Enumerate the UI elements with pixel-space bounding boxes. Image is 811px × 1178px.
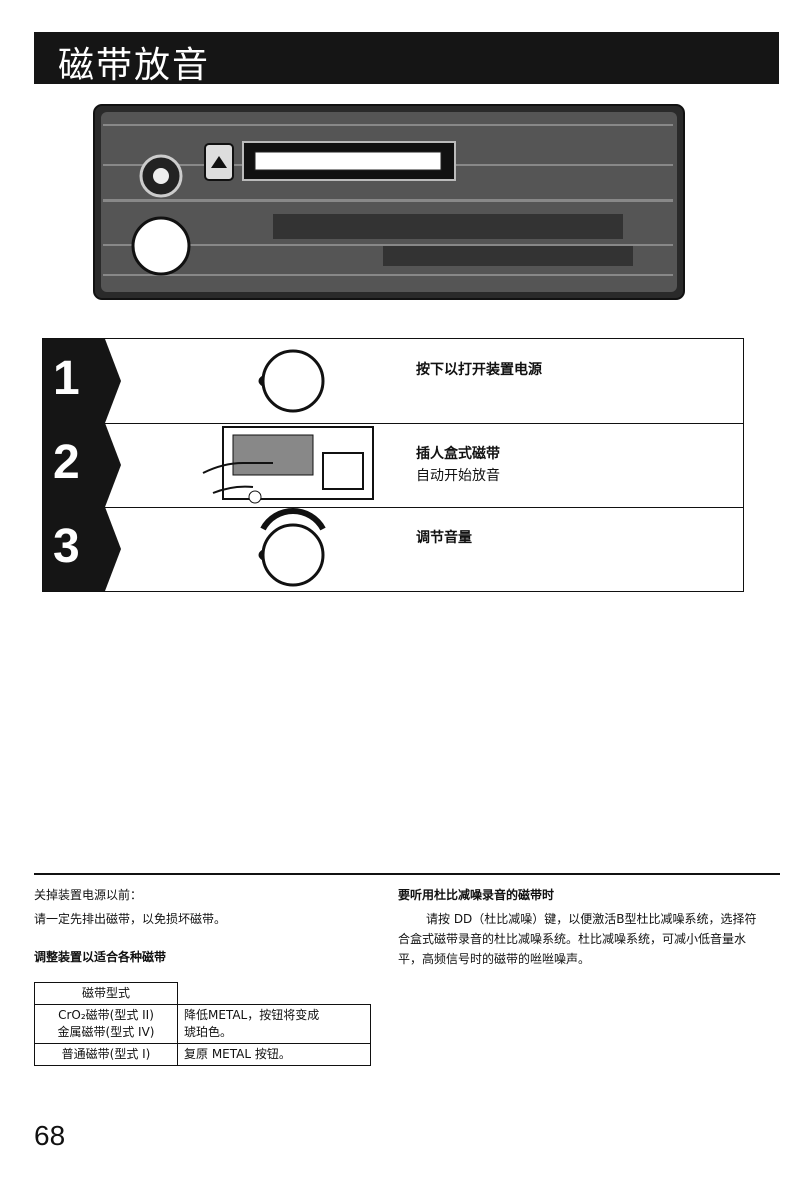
- page-number: 68: [34, 1120, 65, 1152]
- power-off-note: 请一定先排出磁带，以免损坏磁带。: [34, 909, 384, 929]
- step-3: 3 调节音量: [43, 507, 743, 591]
- step-number-1: 1: [43, 339, 121, 423]
- steps-panel: 1 按下以打开装置电源 2 插人盒式: [42, 338, 744, 592]
- dolby-text: 请按 DD（杜比减噪）键，以便激活B型杜比减噪系统，选择符合盒式磁带录音的杜比减…: [398, 909, 768, 969]
- tape-type-table: 磁带型式 CrO₂磁带(型式 II) 金属磁带(型式 IV) 降低METAL，按…: [34, 982, 371, 1066]
- title-bar: 磁带放音: [34, 32, 779, 84]
- step-number-2: 2: [43, 423, 121, 507]
- table-row: 普通磁带(型式 I) 复原 METAL 按钮。: [35, 1044, 371, 1066]
- dolby-notes: 要听用杜比减噪录音的磁带时 请按 DD（杜比减噪）键，以便激活B型杜比减噪系统，…: [398, 885, 768, 973]
- dolby-heading: 要听用杜比减噪录音的磁带时: [398, 885, 768, 905]
- cassette-player-illustration: [93, 104, 685, 300]
- step-1: 1 按下以打开装置电源: [43, 339, 743, 424]
- page-title: 磁带放音: [58, 36, 210, 88]
- tape-adjust-heading: 调整装置以适合各种磁带: [34, 947, 384, 967]
- insert-cassette-illustration: [193, 423, 413, 507]
- step-1-text: 按下以打开装置电源: [416, 359, 542, 381]
- divider: [34, 873, 780, 875]
- step-number-3: 3: [43, 507, 121, 591]
- table-row: CrO₂磁带(型式 II) 金属磁带(型式 IV) 降低METAL，按钮将变成 …: [35, 1005, 371, 1044]
- power-off-heading: 关掉装置电源以前：: [34, 885, 384, 905]
- step-3-text: 调节音量: [416, 527, 472, 549]
- power-knob-illustration: [193, 339, 413, 423]
- step-2-text: 插人盒式磁带 自动开始放音: [416, 443, 500, 487]
- volume-knob-illustration: [193, 507, 413, 591]
- left-notes: 关掉装置电源以前： 请一定先排出磁带，以免损坏磁带。 调整装置以适合各种磁带: [34, 885, 384, 971]
- step-2: 2 插人盒式磁带 自动开始放音: [43, 423, 743, 508]
- table-header: 磁带型式: [35, 983, 178, 1005]
